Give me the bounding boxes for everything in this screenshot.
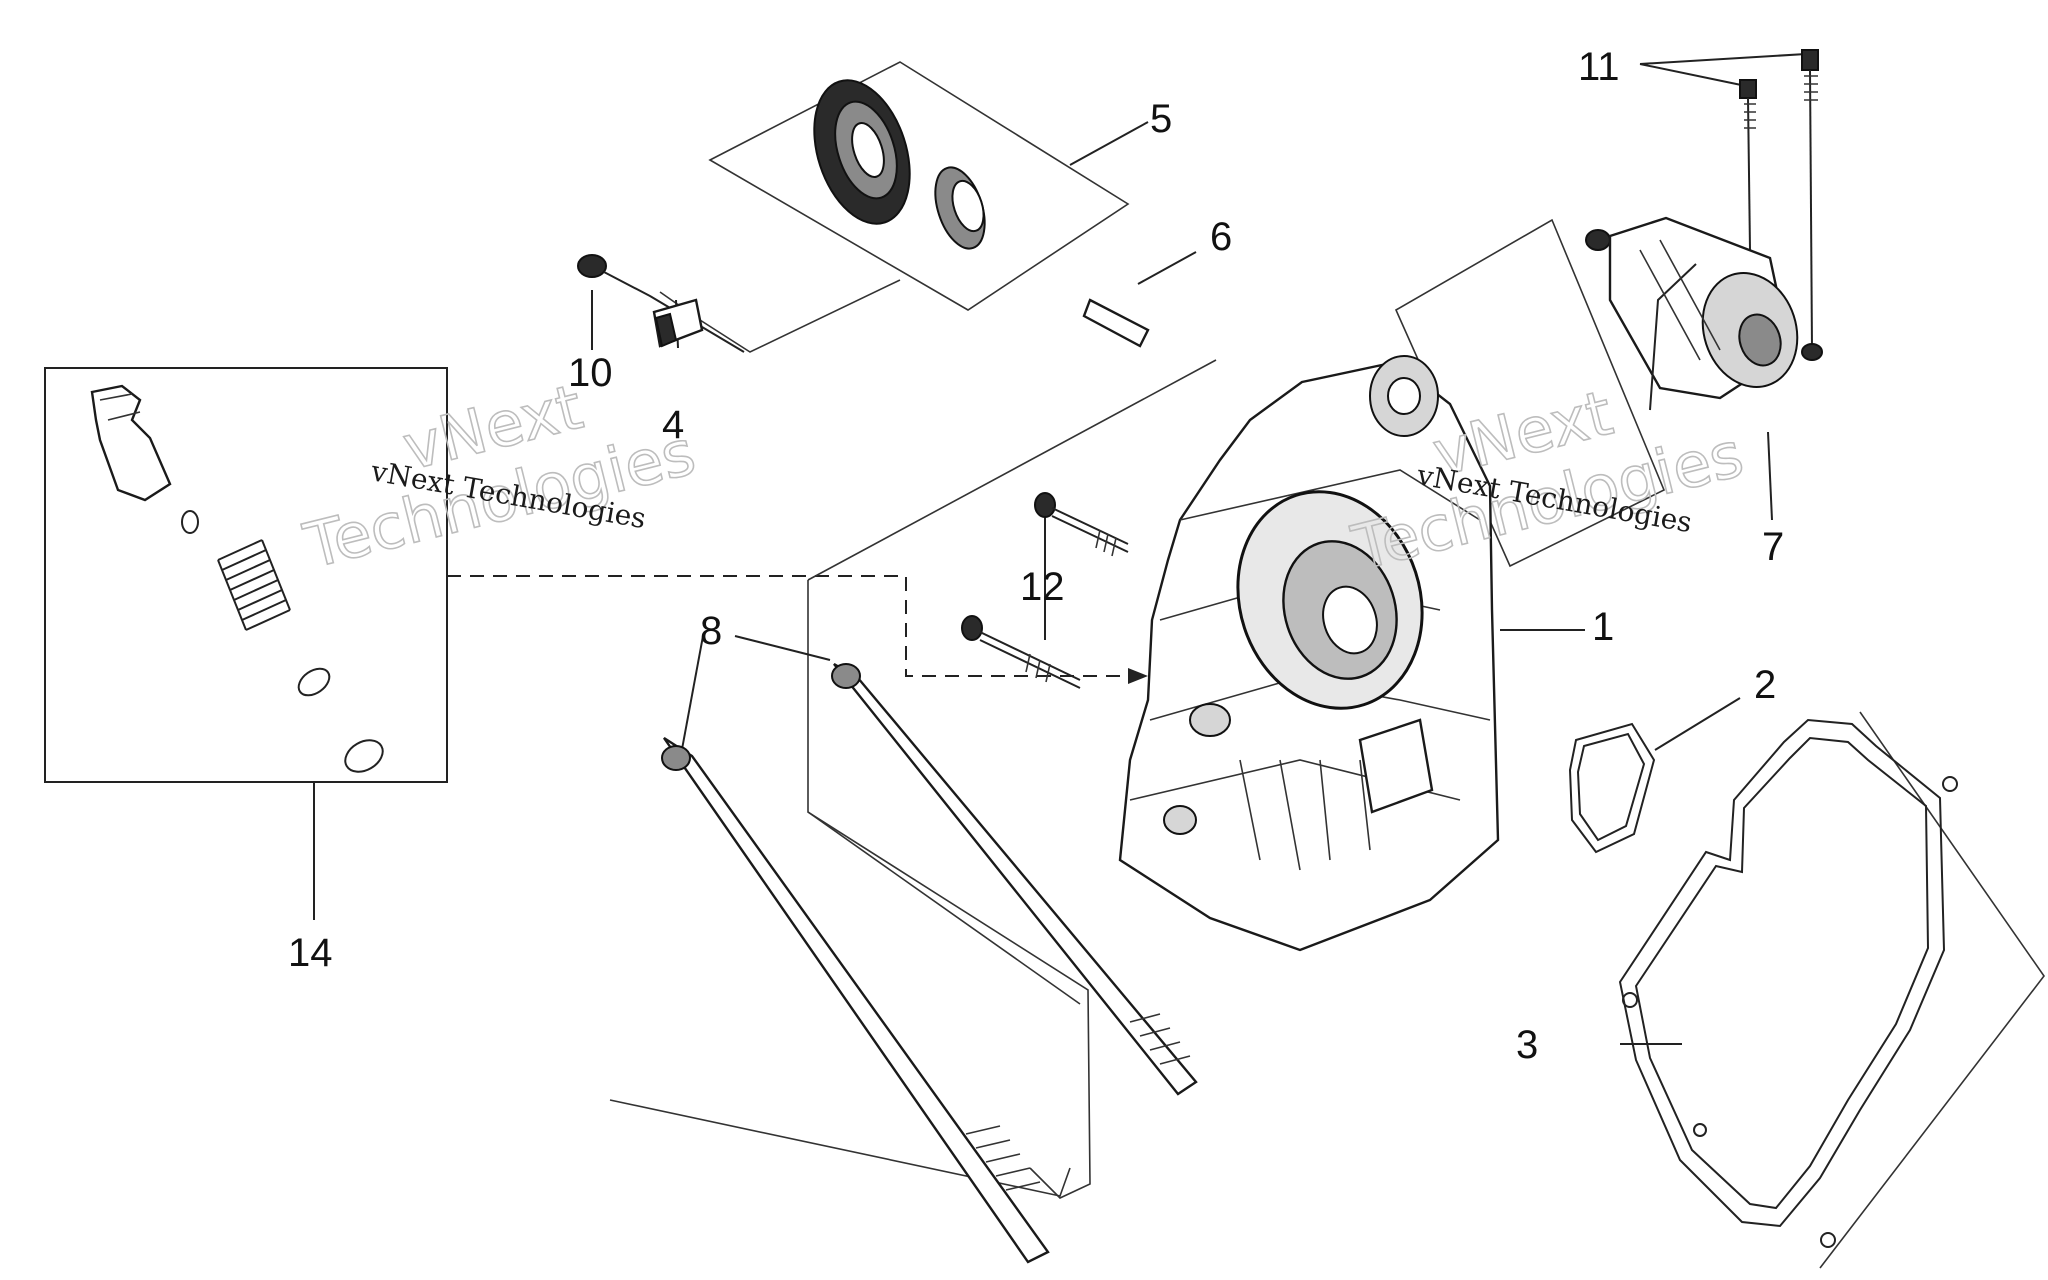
callout-6: 6 xyxy=(1210,215,1232,259)
starter-motor-part7 xyxy=(1585,216,1823,411)
clamp-part4 xyxy=(652,298,704,348)
frame-gasket xyxy=(1819,711,2045,1269)
callout-labels: 1 2 3 4 5 6 7 8 10 11 12 14 xyxy=(288,45,1784,1067)
callout-12: 12 xyxy=(1020,565,1065,609)
frame-studs xyxy=(609,359,1217,1199)
bolt-part12-a xyxy=(1034,492,1129,557)
bolt-part10 xyxy=(577,254,745,353)
callout-11: 11 xyxy=(1578,45,1620,89)
callout-7: 7 xyxy=(1762,525,1784,569)
callout-3: 3 xyxy=(1516,1023,1538,1067)
callout-5: 5 xyxy=(1150,97,1172,141)
stud-part8-b xyxy=(831,662,1198,1096)
bolt-part11-b xyxy=(1801,49,1819,351)
gasket-part3 xyxy=(1618,718,1958,1248)
bolt-part12-b xyxy=(961,615,1081,689)
gear-part5 xyxy=(934,166,986,250)
crankcase-part1 xyxy=(1118,355,1500,952)
callout-2: 2 xyxy=(1754,663,1776,707)
leader-lines xyxy=(313,53,1807,1045)
callout-14: 14 xyxy=(288,931,333,975)
callout-8: 8 xyxy=(700,609,722,653)
callout-10: 10 xyxy=(568,351,613,395)
oring-part2 xyxy=(1568,722,1656,854)
dowel-part6 xyxy=(1082,298,1150,348)
watermark: vNext Technologies vNext Technologies vN… xyxy=(296,369,1751,585)
callout-1: 1 xyxy=(1592,605,1614,649)
callout-4: 4 xyxy=(662,403,684,447)
stud-part8-a xyxy=(661,736,1050,1264)
spring-icon xyxy=(217,539,291,631)
inset-box-14 xyxy=(44,367,448,783)
seal-part5 xyxy=(813,79,911,225)
bolt-part11-a xyxy=(1739,79,1757,251)
